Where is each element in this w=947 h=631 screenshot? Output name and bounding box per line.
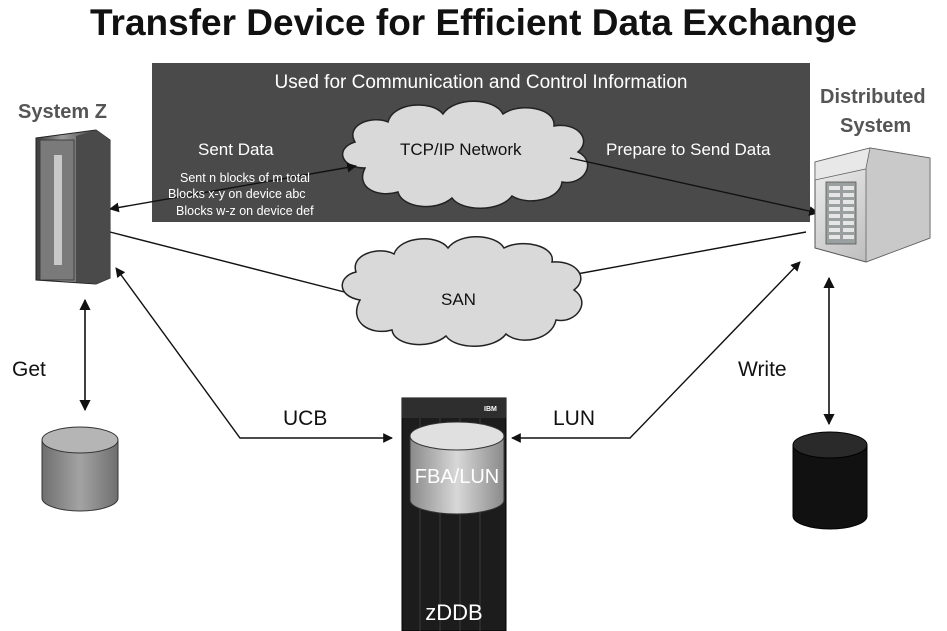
storage-side-text: System Storage DS8870 [378, 482, 385, 560]
detail-line-1: Sent n blocks of m total [180, 171, 310, 185]
tcpip-network-label: TCP/IP Network [400, 140, 522, 159]
edge-distributed-san [565, 231, 807, 277]
control-box-heading: Used for Communication and Control Infor… [274, 72, 688, 93]
distributed-label-line-1: Distributed [820, 86, 926, 108]
distributed-label-line-2: System [840, 115, 912, 137]
ucb-label: UCB [283, 407, 328, 430]
system-z-mainframe [35, 129, 111, 285]
edge-systemz-san [109, 231, 361, 297]
distributed-server [814, 147, 931, 263]
edge-tcpip-systemz [109, 162, 357, 213]
get-label: Get [12, 358, 46, 381]
system-z-label: System Z [18, 101, 107, 123]
disk-right [792, 431, 868, 530]
storage-brand-label: IBM [484, 406, 497, 413]
fba-lun-label: FBA/LUN [414, 466, 500, 488]
tcpip-cloud [341, 100, 589, 209]
edge-lun [511, 261, 801, 443]
write-label: Write [738, 358, 787, 381]
page-title: Transfer Device for Efficient Data Excha… [90, 2, 857, 43]
detail-line-2: Blocks x-y on device abc [168, 187, 306, 201]
sent-data-label: Sent Data [198, 140, 274, 159]
lun-label: LUN [553, 407, 596, 430]
san-label: SAN [441, 290, 476, 309]
storage-unit [401, 397, 507, 631]
disk-left [41, 426, 119, 512]
edge-tcpip-distributed [569, 157, 819, 216]
detail-line-3: Blocks w-z on device def [176, 204, 314, 218]
edge-ucb [115, 267, 393, 443]
zddb-label: zDDB [425, 600, 483, 625]
prepare-to-send-label: Prepare to Send Data [606, 140, 771, 159]
